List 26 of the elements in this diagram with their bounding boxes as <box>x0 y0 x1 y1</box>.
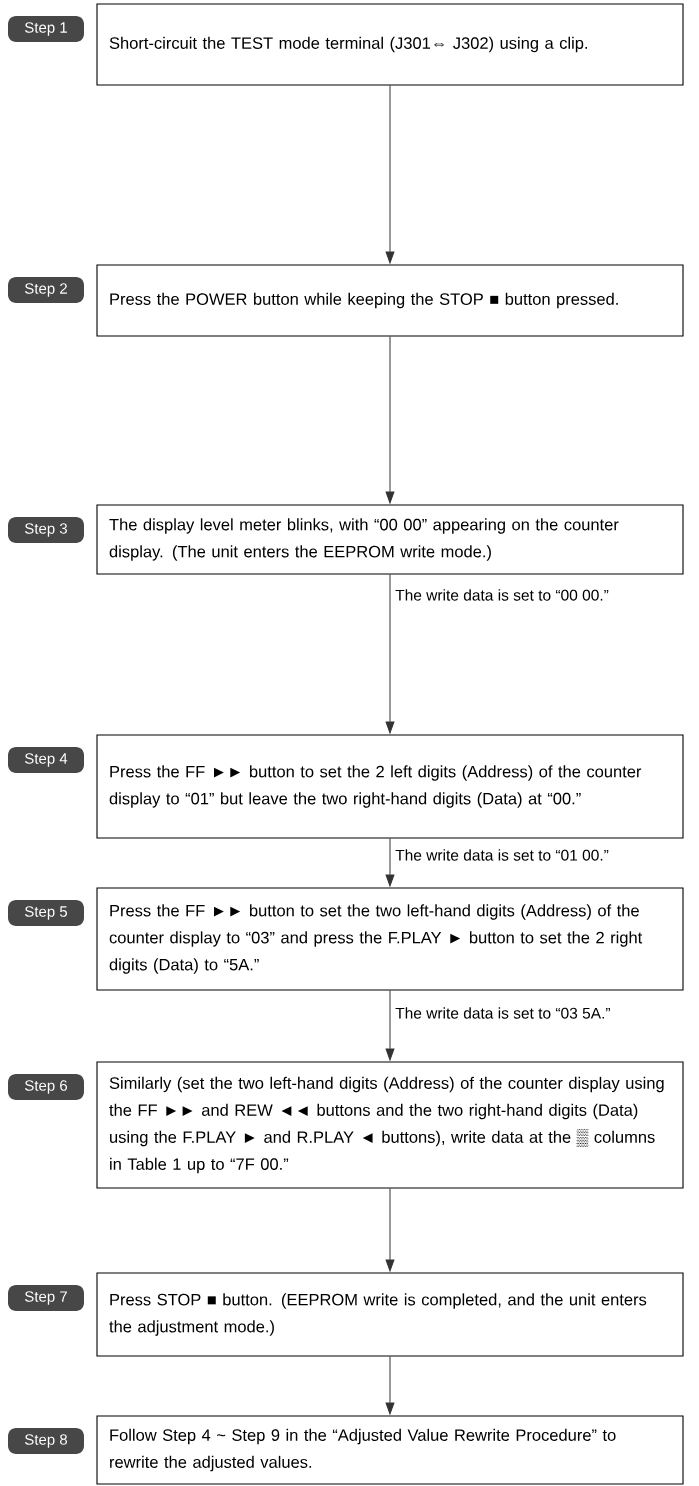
step-box: Press the POWER button while keeping the STOP ■ button pressed. <box>96 264 684 337</box>
arrow <box>385 990 395 1061</box>
edge-label: The write data is set to “01 00.” <box>394 848 610 862</box>
step-box: Follow Step 4 ~ Step 9 in the “Adjusted Value Rewrite Procedure” to rewrite the adjusted values. <box>96 1415 684 1485</box>
arrow <box>385 85 395 264</box>
step-badge: Step 8 <box>8 1428 84 1454</box>
edge-label: The write data is set to “00 00.” <box>394 588 610 602</box>
step-badge: Step 5 <box>8 900 84 926</box>
step-badge: Step 7 <box>8 1285 84 1311</box>
edge-label: The write data is set to “03 5A.” <box>394 1006 612 1020</box>
step-badge: Step 2 <box>8 277 84 303</box>
step-badge: Step 1 <box>8 16 84 42</box>
step-badge: Step 3 <box>8 517 84 543</box>
step-box: Press the FF ►► button to set the two left-hand digits (Address) of the counter display to “03” and press the F.PLAY ► button to set the 2 right digits (Data) to “5A.” <box>96 887 684 991</box>
arrow <box>385 574 395 734</box>
arrow <box>385 838 395 887</box>
arrow <box>385 336 395 504</box>
step-badge: Step 4 <box>8 747 84 773</box>
step-badge: Step 6 <box>8 1074 84 1100</box>
step-box: Short-circuit the TEST mode terminal (J301⇔ J302) using a clip. <box>96 3 684 86</box>
step-box: Press STOP ■ button. (EEPROM write is completed, and the unit enters the adjustment mode.) <box>96 1272 684 1357</box>
step-box: Similarly (set the two left-hand digits (Address) of the counter display using the FF ►► and REW ◄◄ buttons and the two right-hand digits (Data) using the F.PLAY ► and R.PLAY ◄ buttons), write data at the ▒ columns in Table 1 up to “7F 00.” <box>96 1061 684 1189</box>
arrow <box>385 1356 395 1415</box>
step-box: The display level meter blinks, with “00 00” appearing on the counter display. (The unit enters the EEPROM write mode.) <box>96 504 684 575</box>
arrow <box>385 1188 395 1272</box>
step-box: Press the FF ►► button to set the 2 left digits (Address) of the counter display to “01” but leave the two right-hand digits (Data) at “00.” <box>96 734 684 839</box>
